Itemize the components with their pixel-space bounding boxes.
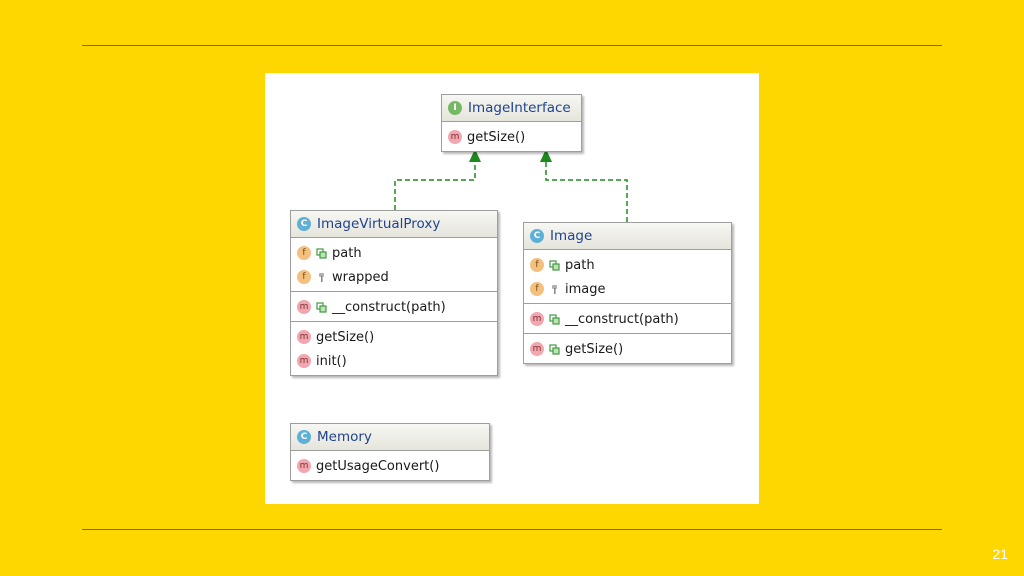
field-row[interactable]: f image xyxy=(524,277,731,301)
class-header: C ImageVirtualProxy xyxy=(291,211,497,238)
field-row[interactable]: f wrapped xyxy=(291,265,497,289)
class-badge-icon: C xyxy=(297,217,311,231)
method-label: __construct(path) xyxy=(332,299,446,315)
protected-icon xyxy=(316,247,327,259)
method-badge-icon: m xyxy=(297,300,311,314)
method-row[interactable]: m __construct(path) xyxy=(291,295,497,319)
page-number: 21 xyxy=(992,546,1008,562)
class-fields: f path f image xyxy=(524,250,731,304)
class-constructors: m __construct(path) xyxy=(291,292,497,322)
class-memory[interactable]: C Memory m getUsageConvert() xyxy=(290,423,490,481)
class-name: Memory xyxy=(317,429,372,445)
class-methods: m getSize() xyxy=(524,334,731,363)
field-label: path xyxy=(332,245,362,261)
method-badge-icon: m xyxy=(297,354,311,368)
interface-methods: m getSize() xyxy=(442,122,581,151)
class-badge-icon: C xyxy=(297,430,311,444)
field-row[interactable]: f path xyxy=(524,253,731,277)
method-badge-icon: m xyxy=(530,342,544,356)
class-name: Image xyxy=(550,228,593,244)
method-label: getUsageConvert() xyxy=(316,458,440,474)
class-image-virtual-proxy[interactable]: C ImageVirtualProxy f path f wrapped m xyxy=(290,210,498,376)
top-divider xyxy=(82,45,942,46)
method-row[interactable]: m init() xyxy=(291,349,497,373)
field-badge-icon: f xyxy=(297,270,311,284)
interface-image-interface[interactable]: I ImageInterface m getSize() xyxy=(441,94,582,152)
method-row[interactable]: m getUsageConvert() xyxy=(291,454,489,478)
class-badge-icon: C xyxy=(530,229,544,243)
method-label: getSize() xyxy=(565,341,624,357)
bottom-divider xyxy=(82,529,942,530)
method-label: __construct(path) xyxy=(565,311,679,327)
image-implements-arrowhead xyxy=(540,149,552,162)
class-methods: m getSize() m init() xyxy=(291,322,497,375)
class-fields: f path f wrapped xyxy=(291,238,497,292)
method-row[interactable]: m __construct(path) xyxy=(524,307,731,331)
protected-icon xyxy=(549,259,560,271)
protected-icon xyxy=(549,313,560,325)
class-methods: m getUsageConvert() xyxy=(291,451,489,480)
private-icon xyxy=(316,272,327,283)
protected-icon xyxy=(316,301,327,313)
method-badge-icon: m xyxy=(297,330,311,344)
method-badge-icon: m xyxy=(530,312,544,326)
method-badge-icon: m xyxy=(297,459,311,473)
method-badge-icon: m xyxy=(448,130,462,144)
proxy-implements-arrow-line xyxy=(394,159,476,210)
class-name: ImageVirtualProxy xyxy=(317,216,441,232)
field-badge-icon: f xyxy=(530,258,544,272)
field-row[interactable]: f path xyxy=(291,241,497,265)
proxy-implements-arrowhead xyxy=(469,149,481,162)
uml-diagram-panel: I ImageInterface m getSize() C ImageVirt… xyxy=(265,73,759,504)
method-label: init() xyxy=(316,353,347,369)
image-implements-arrow-line xyxy=(545,159,628,222)
field-label: path xyxy=(565,257,595,273)
class-header: C Image xyxy=(524,223,731,250)
interface-header: I ImageInterface xyxy=(442,95,581,122)
field-badge-icon: f xyxy=(297,246,311,260)
interface-name: ImageInterface xyxy=(468,100,571,116)
method-row[interactable]: m getSize() xyxy=(442,125,581,149)
implementation-arrows xyxy=(394,149,628,222)
method-row[interactable]: m getSize() xyxy=(291,325,497,349)
method-row[interactable]: m getSize() xyxy=(524,337,731,361)
field-label: wrapped xyxy=(332,269,389,285)
method-label: getSize() xyxy=(316,329,375,345)
field-label: image xyxy=(565,281,606,297)
interface-badge-icon: I xyxy=(448,101,462,115)
class-header: C Memory xyxy=(291,424,489,451)
protected-icon xyxy=(549,343,560,355)
method-label: getSize() xyxy=(467,129,526,145)
field-badge-icon: f xyxy=(530,282,544,296)
class-image[interactable]: C Image f path f image m xyxy=(523,222,732,364)
private-icon xyxy=(549,284,560,295)
class-constructors: m __construct(path) xyxy=(524,304,731,334)
